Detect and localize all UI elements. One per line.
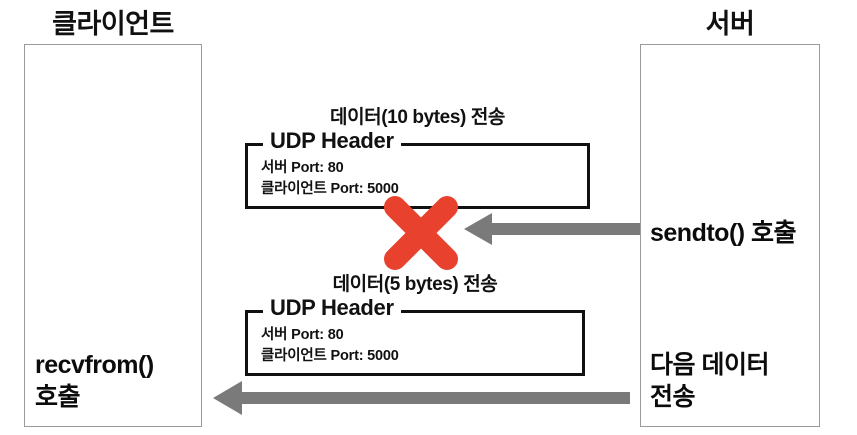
udp-header-box-bottom: UDP Header 서버 Port: 80 클라이언트 Port: 5000 xyxy=(245,295,585,376)
packet-caption-top: 데이터(10 bytes) 전송 xyxy=(330,107,505,128)
server-lifeline-box xyxy=(640,44,820,427)
udp-header-legend-bottom: UDP Header xyxy=(263,295,401,321)
server-column-title: 서버 xyxy=(705,9,755,39)
udp-header-fields-bottom: 서버 Port: 80 클라이언트 Port: 5000 xyxy=(261,327,399,365)
udp-header-fields-top: 서버 Port: 80 클라이언트 Port: 5000 xyxy=(261,160,399,198)
client-column-title: 클라이언트 xyxy=(52,9,174,39)
drop-x-mark xyxy=(384,196,458,270)
udp-header-legend-top: UDP Header xyxy=(263,128,401,154)
server-sendto-call-label: sendto() 호출 xyxy=(650,219,797,247)
send-arrow-top xyxy=(464,213,640,245)
udp-header-box-top: UDP Header 서버 Port: 80 클라이언트 Port: 5000 xyxy=(245,128,590,209)
client-recvfrom-call-label: recvfrom() 호출 xyxy=(35,351,154,411)
udp-header-frame-top xyxy=(245,143,590,209)
client-lifeline-box xyxy=(24,44,202,427)
packet-caption-bottom: 데이터(5 bytes) 전송 xyxy=(332,274,498,295)
udp-header-frame-bottom xyxy=(245,310,585,376)
server-next-data-label: 다음 데이터 전송 xyxy=(650,351,769,411)
send-arrow-bottom xyxy=(213,381,630,415)
